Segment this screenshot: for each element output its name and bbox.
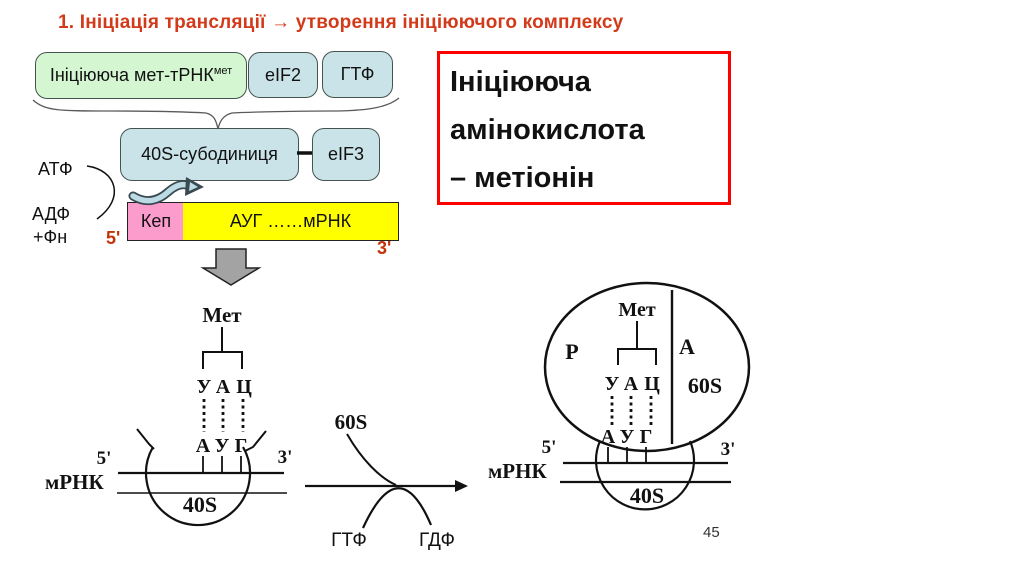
mrna-bar: АУГ ……мРНК [183, 202, 399, 241]
down-arrow-icon [200, 248, 262, 286]
right-60s-label: 60S [688, 373, 722, 398]
left-anticodon-c: Ц [236, 376, 252, 398]
gtp-label: ГТФ [331, 530, 367, 551]
eif2-box: eIF2 [248, 52, 318, 98]
right-five-prime: 5' [542, 437, 557, 458]
mrna-bar-label: АУГ ……мРНК [229, 211, 352, 231]
three-prime-label: 3' [377, 238, 392, 258]
subunit-40s-label: 40S-субодиниця [141, 144, 278, 164]
brace-connector [32, 97, 400, 130]
adp-label: АДФ [32, 204, 71, 224]
left-40s-label: 40S [183, 492, 217, 517]
page-number: 45 [703, 524, 720, 541]
left-three-prime: 3' [278, 447, 293, 468]
left-codon-u: У [215, 435, 230, 457]
left-met-label: Мет [202, 303, 242, 327]
atp-adp-arc [86, 165, 116, 220]
p-site-label: Р [565, 339, 578, 364]
callout-line3: – метіонін [450, 162, 595, 194]
middle-60s-label: 60S [335, 410, 368, 434]
eif3-label: eIF3 [327, 144, 365, 164]
gdp-label: ГДФ [419, 530, 455, 551]
subunit-40s-box: 40S-субодиниця [120, 128, 299, 181]
slide-title: 1. Ініціація трансляції → утворення ініц… [58, 12, 624, 33]
left-codon-a: А [196, 435, 211, 457]
right-mrna-label: мРНК [488, 459, 547, 483]
right-anticodon-a: А [624, 373, 639, 395]
gtp-gdp-arc [362, 487, 433, 529]
right-codon-a: А [601, 426, 616, 448]
large-subunit-outline [543, 281, 751, 453]
callout-box: Ініціююча амінокислота – метіонін [437, 51, 731, 205]
scheme-left: Мет У А Ц А У Г 5' 3' мРНК 40S [45, 303, 293, 527]
pi-label: +Фн [33, 227, 68, 247]
sixty-s-join-curve [346, 433, 397, 486]
mrna-channel-flap [244, 430, 267, 452]
atp-label: АТФ [38, 159, 73, 179]
right-met-label: Мет [618, 299, 655, 321]
initiator-trna-box: Ініціююча мет-тРНКмет [35, 52, 247, 99]
gtf-box: ГТФ [322, 51, 393, 98]
a-site-label: А [679, 334, 695, 359]
gtf-label: ГТФ [340, 64, 375, 84]
reaction-arrowhead [455, 480, 468, 492]
five-prime-label: 5' [106, 228, 121, 248]
left-anticodon-u: У [197, 376, 212, 398]
scheme-right: Мет Р А 60S У А Ц А У Г 5' 3' мРНК 40S [488, 281, 751, 511]
trna-superscript: мет [213, 65, 233, 77]
right-codon-u: У [620, 426, 635, 448]
scanning-arrow-icon [128, 177, 204, 206]
left-five-prime: 5' [97, 448, 112, 469]
right-three-prime: 3' [721, 439, 736, 460]
right-codon-g: Г [640, 426, 653, 448]
mrna-channel-flap [136, 428, 155, 450]
eif2-label: eIF2 [264, 64, 302, 85]
left-anticodon-a: А [216, 376, 231, 398]
initiator-trna-label: Ініціююча мет-тРНКмет [49, 65, 233, 85]
cap-label: Кеп [140, 211, 172, 231]
right-anticodon-c: Ц [644, 373, 660, 395]
small-subunit-outline [144, 446, 252, 527]
right-40s-label: 40S [630, 483, 664, 508]
scheme-middle: 60S ГТФ ГДФ [305, 410, 468, 551]
left-mrna-label: мРНК [45, 470, 104, 494]
callout-line1: Ініціююча [450, 66, 591, 98]
eif3-box: eIF3 [312, 128, 380, 181]
callout-line2: амінокислота [450, 114, 645, 146]
right-trna-bracket [617, 348, 657, 365]
small-subunit-outline [594, 440, 696, 511]
cap-box: Кеп [127, 202, 185, 241]
right-anticodon-u: У [605, 373, 620, 395]
left-trna-bracket [202, 351, 243, 369]
